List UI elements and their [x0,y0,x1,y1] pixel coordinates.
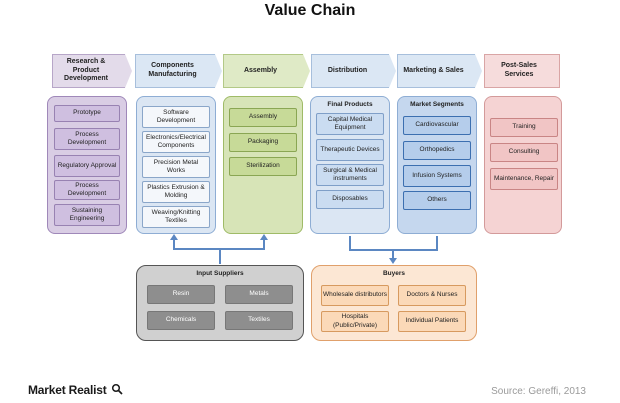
connector-line [349,236,351,250]
distribution-item: Surgical & Medical instruments [316,164,384,186]
marketing-item: Infusion Systems [403,165,471,187]
brand-logo: Market Realist [28,383,123,397]
buyer-item: Doctors & Nurses [398,285,466,306]
marketing-subtitle: Market Segments [410,101,464,108]
assembly-item: Assembly [229,108,297,127]
arrow-down-icon [389,258,397,264]
components-item: Software Development [142,106,210,128]
research-item: Sustaining Engineering [54,204,120,226]
buyer-item: Individual Patients [398,311,466,332]
connector-line [173,240,175,249]
header-research: Research & Product Development [52,54,132,88]
distribution-item: Capital Medical Equipment [316,113,384,135]
source-note: Source: Gereffi, 2013 [491,386,586,397]
chart-title: Value Chain [264,2,356,19]
connector-line [173,248,265,250]
components-item: Precision Metal Works [142,156,210,178]
postsales-item: Consulting [490,143,558,162]
distribution-subtitle: Final Products [327,101,373,108]
postsales-item: Training [490,118,558,137]
research-item: Regulatory Approval [54,155,120,177]
distribution-item: Disposables [316,190,384,209]
marketing-item: Orthopedics [403,141,471,160]
buyer-item: Hospitals (Public/Private) [321,311,389,332]
connector-line [436,236,438,250]
header-distribution: Distribution [311,54,396,88]
postsales-item: Maintenance, Repair [490,168,558,190]
input-suppliers-title: Input Suppliers [196,270,244,277]
assembly-item: Packaging [229,133,297,152]
arrow-up-icon [260,234,268,240]
magnifier-icon [111,383,123,395]
header-postsales: Post-Sales Services [484,54,560,88]
connector-line [263,240,265,249]
supplier-item: Textiles [225,311,293,330]
components-item: Electronics/Electrical Components [142,131,210,153]
column-postsales [484,96,562,234]
connector-line [219,248,221,264]
connector-line [392,250,394,258]
buyers-title: Buyers [382,270,406,277]
marketing-item: Others [403,191,471,210]
assembly-item: Sterilization [229,157,297,176]
arrow-up-icon [170,234,178,240]
components-item: Weaving/Knitting Textiles [142,206,210,228]
header-components: Components Manufacturing [135,54,222,88]
brand-name: Market Realist [28,383,107,397]
components-item: Plastics Extrusion & Molding [142,181,210,203]
header-assembly: Assembly [223,54,310,88]
marketing-item: Cardiovascular [403,116,471,135]
buyer-item: Wholesale distributors [321,285,389,306]
supplier-item: Chemicals [147,311,215,330]
research-item: Process Development [54,180,120,200]
research-item: Process Development [54,128,120,150]
research-item: Prototype [54,105,120,122]
supplier-item: Metals [225,285,293,304]
supplier-item: Resin [147,285,215,304]
header-marketing: Marketing & Sales [397,54,482,88]
distribution-item: Therapeutic Devices [316,139,384,161]
